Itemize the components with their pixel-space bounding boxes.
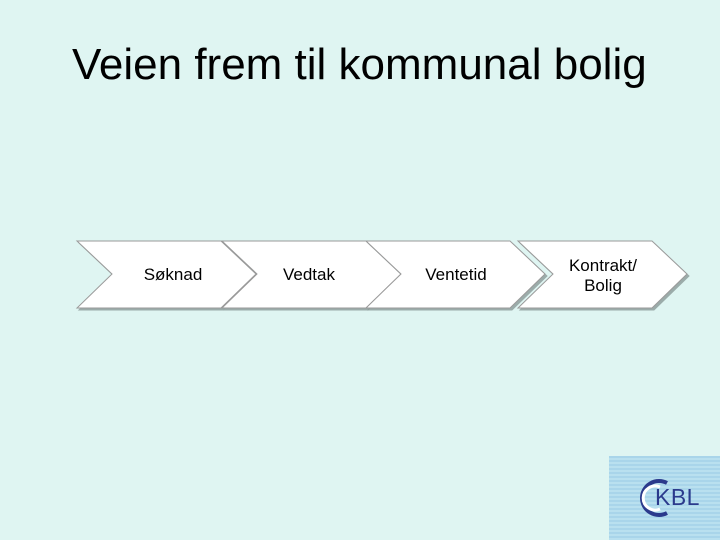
slide-title: Veien frem til kommunal bolig xyxy=(72,40,647,89)
kbl-logo xyxy=(609,456,720,540)
step-label-4-line-1: Kontrakt/ xyxy=(568,256,638,275)
step-label-3: Ventetid xyxy=(425,265,487,284)
kbl-logo-mark xyxy=(640,479,668,517)
chevron-step-1 xyxy=(75,240,257,309)
step-label-4: Kontrakt/ Bolig xyxy=(548,256,658,296)
step-label-1: Søknad xyxy=(143,265,203,284)
step-label-4-line-2: Bolig xyxy=(584,276,622,295)
chevron-step-4 xyxy=(516,240,688,309)
step-label-2: Vedtak xyxy=(283,265,335,284)
kbl-logo-text: KBL xyxy=(655,484,700,510)
chevron-step-3 xyxy=(364,240,546,309)
